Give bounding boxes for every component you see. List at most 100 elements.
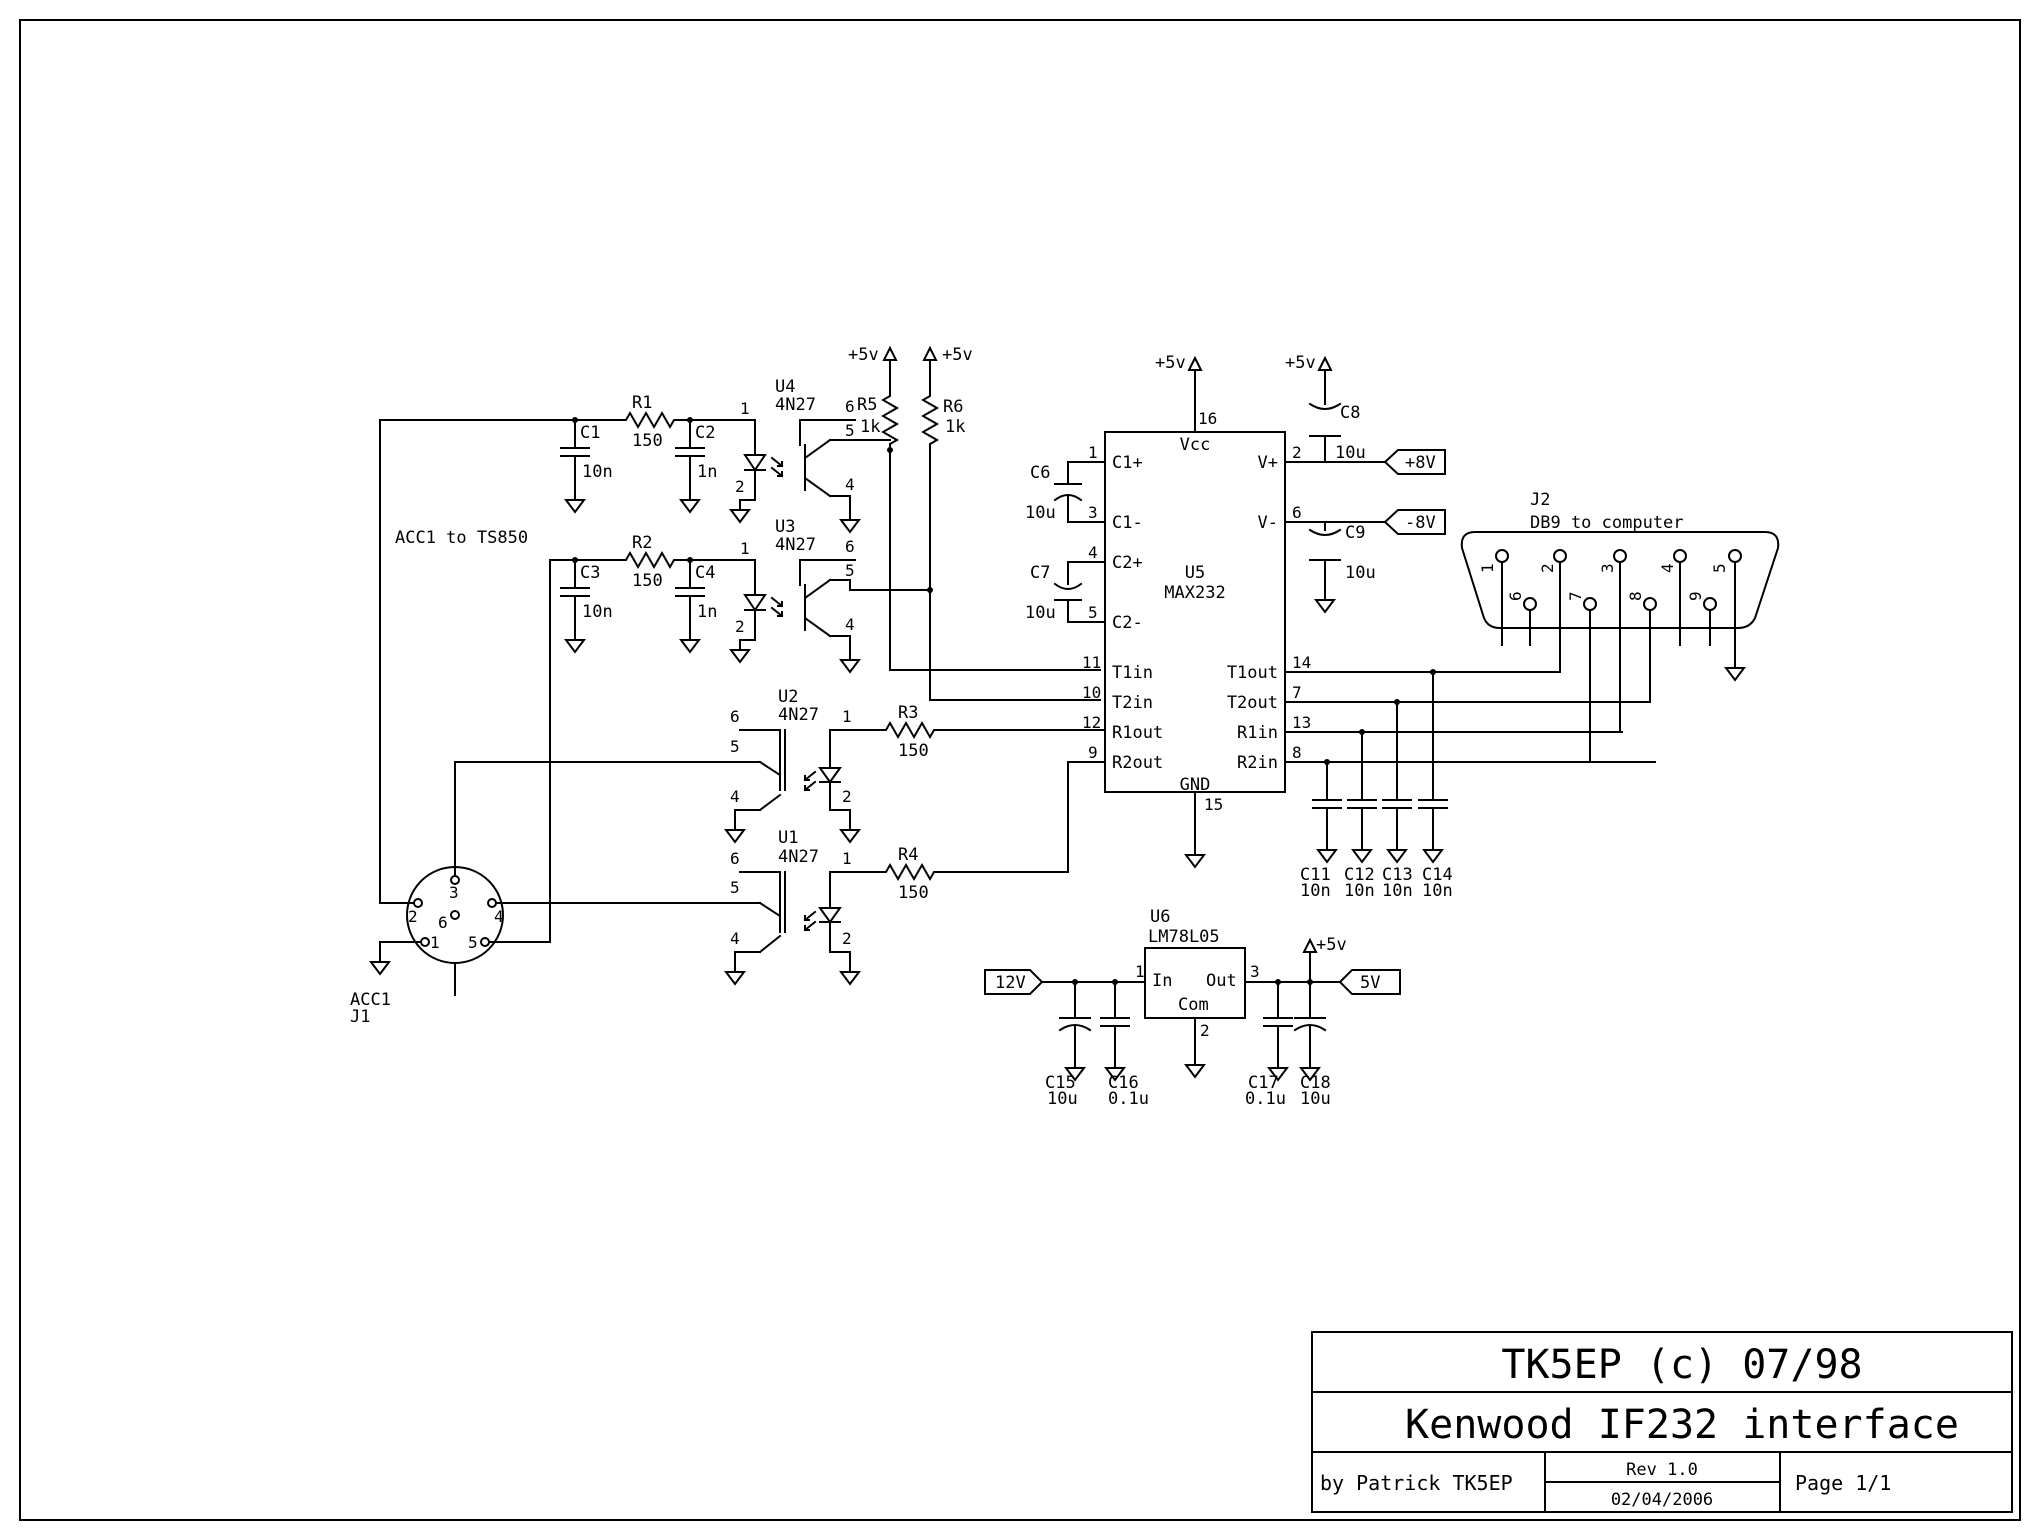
c11-value: 10n bbox=[1300, 881, 1331, 901]
svg-text:5: 5 bbox=[845, 421, 855, 440]
c15-value: 10u bbox=[1047, 1089, 1078, 1109]
c11-label: C11 bbox=[1300, 865, 1331, 885]
c16-value: 0.1u bbox=[1108, 1089, 1149, 1109]
c17-value: 0.1u bbox=[1245, 1089, 1286, 1109]
svg-text:T1in: T1in bbox=[1112, 663, 1153, 683]
svg-text:6: 6 bbox=[1506, 591, 1525, 601]
c16-label: C16 bbox=[1108, 1073, 1139, 1093]
c4-value: 1n bbox=[697, 602, 717, 622]
svg-text:12: 12 bbox=[1082, 713, 1101, 732]
svg-text:6: 6 bbox=[845, 397, 855, 416]
c3-value: 10n bbox=[582, 602, 613, 622]
svg-text:2: 2 bbox=[842, 787, 852, 806]
r2-label: R2 bbox=[632, 533, 652, 553]
svg-text:5: 5 bbox=[1088, 603, 1098, 622]
r2-value: 150 bbox=[632, 571, 663, 591]
svg-text:R2out: R2out bbox=[1112, 753, 1163, 773]
u6-label: U6 bbox=[1150, 907, 1170, 927]
r1-value: 150 bbox=[632, 431, 663, 451]
svg-text:7: 7 bbox=[1566, 591, 1585, 601]
u5-max232: U5 MAX232 Vcc GND C1+ C1- C2+ C2- T1in T… bbox=[1025, 353, 1446, 868]
svg-text:R2in: R2in bbox=[1237, 753, 1278, 773]
c6-value: 10u bbox=[1025, 503, 1056, 523]
title-date: 02/04/2006 bbox=[1611, 1490, 1713, 1510]
svg-text:6: 6 bbox=[730, 707, 740, 726]
svg-text:1: 1 bbox=[1088, 443, 1098, 462]
p5v-r6: +5v bbox=[942, 345, 973, 365]
serial-lines: C11 C12 C13 C14 10n 10n 10n 10n bbox=[1284, 669, 1656, 901]
c2-label: C2 bbox=[695, 423, 715, 443]
c14-value: 10n bbox=[1422, 881, 1453, 901]
p5v-c8: +5v bbox=[1285, 353, 1316, 373]
svg-text:3: 3 bbox=[449, 883, 459, 902]
svg-text:4: 4 bbox=[730, 929, 740, 948]
r6-label: R6 bbox=[943, 397, 963, 417]
v12-flag: 12V bbox=[995, 973, 1026, 993]
p5v-u4: +5v bbox=[848, 345, 879, 365]
c15-label: C15 bbox=[1045, 1073, 1076, 1093]
title-author-line: TK5EP (c) 07/98 bbox=[1501, 1342, 1862, 1388]
c14-label: C14 bbox=[1422, 865, 1453, 885]
p5v-u5: +5v bbox=[1155, 353, 1186, 373]
c4-label: C4 bbox=[695, 563, 715, 583]
p8v-flag: +8V bbox=[1405, 453, 1436, 473]
j1-din-connector: 3 2 4 1 5 6 ACC1 J1 ACC1 to TS850 bbox=[350, 419, 741, 1027]
c12-value: 10n bbox=[1344, 881, 1375, 901]
u1-label: U1 bbox=[778, 828, 798, 848]
svg-text:2: 2 bbox=[735, 617, 745, 636]
c17-label: C17 bbox=[1248, 1073, 1279, 1093]
svg-text:4: 4 bbox=[845, 615, 855, 634]
svg-text:2: 2 bbox=[842, 929, 852, 948]
u1-part: 4N27 bbox=[778, 847, 819, 867]
c13-value: 10n bbox=[1382, 881, 1413, 901]
title-rev: Rev 1.0 bbox=[1626, 1460, 1698, 1480]
u5-label: U5 bbox=[1185, 563, 1205, 583]
svg-text:4: 4 bbox=[845, 475, 855, 494]
c9-label: C9 bbox=[1345, 523, 1365, 543]
svg-text:14: 14 bbox=[1292, 653, 1311, 672]
pullup-resistors: +5v R5 1k +5v R6 1k bbox=[848, 345, 1101, 701]
svg-text:5: 5 bbox=[845, 561, 855, 580]
j2-label: J2 bbox=[1530, 490, 1550, 510]
u1-optocoupler: U1 4N27 R4 150 6 5 4 1 2 bbox=[725, 761, 1106, 985]
svg-text:8: 8 bbox=[1626, 591, 1645, 601]
svg-text:C1+: C1+ bbox=[1112, 453, 1143, 473]
svg-text:Out: Out bbox=[1206, 971, 1237, 991]
svg-text:2: 2 bbox=[408, 907, 418, 926]
svg-text:R1in: R1in bbox=[1237, 723, 1278, 743]
c12-label: C12 bbox=[1344, 865, 1375, 885]
svg-text:T1out: T1out bbox=[1227, 663, 1278, 683]
r3-value: 150 bbox=[898, 741, 929, 761]
svg-text:2: 2 bbox=[1538, 563, 1557, 573]
svg-text:7: 7 bbox=[1292, 683, 1302, 702]
svg-text:GND: GND bbox=[1180, 775, 1211, 795]
svg-text:4: 4 bbox=[494, 907, 504, 926]
svg-text:C1-: C1- bbox=[1112, 513, 1143, 533]
svg-text:R1out: R1out bbox=[1112, 723, 1163, 743]
u2-optocoupler: U2 4N27 R3 150 6 5 4 1 2 bbox=[725, 687, 1106, 843]
svg-text:13: 13 bbox=[1292, 713, 1311, 732]
j2-db9-connector: 1 2 3 4 5 6 7 8 9 J2 DB9 to computer bbox=[1460, 490, 1780, 763]
svg-text:1: 1 bbox=[1478, 563, 1497, 573]
svg-text:1: 1 bbox=[842, 849, 852, 868]
svg-text:V-: V- bbox=[1258, 513, 1278, 533]
u4-optocoupler: U4 4N27 1 2 4 5 6 bbox=[730, 377, 891, 533]
svg-text:9: 9 bbox=[1686, 591, 1705, 601]
r4-label: R4 bbox=[898, 845, 918, 865]
svg-text:11: 11 bbox=[1082, 653, 1101, 672]
svg-text:C2-: C2- bbox=[1112, 613, 1143, 633]
r5-label: R5 bbox=[857, 395, 877, 415]
svg-text:5: 5 bbox=[730, 878, 740, 897]
j1-label: J1 bbox=[350, 1007, 370, 1027]
svg-text:3: 3 bbox=[1598, 563, 1617, 573]
svg-text:C2+: C2+ bbox=[1112, 553, 1143, 573]
c8-value: 10u bbox=[1335, 443, 1366, 463]
u6-part: LM78L05 bbox=[1148, 927, 1220, 947]
svg-text:9: 9 bbox=[1088, 743, 1098, 762]
c6-label: C6 bbox=[1030, 463, 1050, 483]
p5v-u6: +5v bbox=[1316, 935, 1347, 955]
svg-text:2: 2 bbox=[735, 477, 745, 496]
r1-label: R1 bbox=[632, 393, 652, 413]
svg-text:1: 1 bbox=[740, 399, 750, 418]
